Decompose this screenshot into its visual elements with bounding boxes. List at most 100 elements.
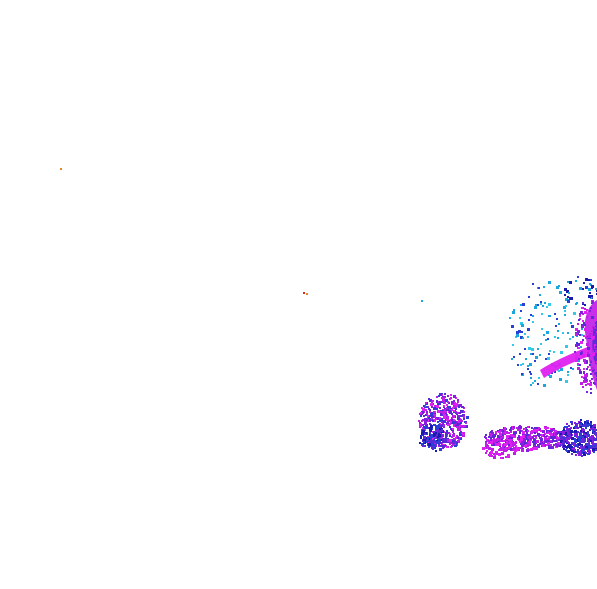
band-pixel xyxy=(522,435,525,438)
band-pixel xyxy=(490,431,492,433)
cluster-pixel xyxy=(445,432,448,435)
band-pixel xyxy=(556,436,558,438)
cluster-pixel xyxy=(446,422,449,425)
light-echo-pixel xyxy=(516,331,519,334)
light-echo-pixel xyxy=(534,306,537,309)
cluster-pixel xyxy=(451,419,454,422)
band-pixel xyxy=(565,446,567,448)
light-echo-pixel xyxy=(570,297,573,300)
band-pixel xyxy=(496,438,499,441)
band-pixel xyxy=(522,431,525,434)
light-echo-pixel xyxy=(588,288,591,291)
light-echo-pixel xyxy=(532,382,534,384)
band-pixel xyxy=(507,442,509,444)
cluster-pixel xyxy=(457,440,460,443)
band-pixel xyxy=(589,436,591,438)
cluster-pixel xyxy=(446,430,448,432)
band-pixel xyxy=(580,445,582,447)
band-pixel xyxy=(519,432,521,434)
cluster-pixel xyxy=(454,444,457,447)
cluster-pixel xyxy=(442,445,445,448)
cluster-pixel xyxy=(449,435,451,437)
cluster-pixel xyxy=(453,440,455,442)
band-pixel xyxy=(510,431,512,433)
cluster-pixel xyxy=(439,420,441,422)
band-pixel xyxy=(526,438,528,440)
cell-fringe-pixel xyxy=(582,354,585,357)
band-pixel xyxy=(539,443,541,445)
cluster-pixel xyxy=(449,433,451,435)
band-pixel xyxy=(564,432,567,435)
light-echo-pixel xyxy=(571,325,574,328)
light-echo-pixel xyxy=(581,334,583,336)
light-echo-pixel xyxy=(539,354,541,356)
band-pixel xyxy=(513,432,516,435)
band-pixel xyxy=(574,439,576,441)
cell-fringe-pixel xyxy=(589,380,591,382)
cluster-pixel xyxy=(439,448,442,451)
band-pixel xyxy=(580,423,582,425)
band-pixel xyxy=(576,439,579,442)
band-pixel xyxy=(543,444,545,446)
band-pixel xyxy=(504,448,507,451)
cluster-pixel xyxy=(420,412,422,414)
band-pixel xyxy=(551,429,553,431)
cluster-pixel xyxy=(452,415,455,418)
cluster-pixel xyxy=(459,425,461,427)
band-pixel xyxy=(572,447,575,450)
band-pixel xyxy=(583,424,586,427)
cluster-pixel xyxy=(432,420,434,422)
band-pixel xyxy=(556,444,559,447)
band-pixel xyxy=(484,436,486,438)
cluster-pixel xyxy=(451,409,453,411)
band-pixel xyxy=(544,440,547,443)
light-echo-pixel xyxy=(527,368,529,370)
cluster-pixel xyxy=(440,445,442,447)
band-pixel xyxy=(575,427,577,429)
light-echo-pixel xyxy=(543,286,545,288)
band-pixel xyxy=(493,456,496,459)
cluster-pixel xyxy=(443,397,445,399)
cluster-pixel xyxy=(423,405,425,407)
band-pixel xyxy=(537,433,540,436)
band-pixel xyxy=(590,421,592,423)
light-echo-pixel xyxy=(522,337,524,339)
cluster-pixel xyxy=(431,443,434,446)
band-pixel xyxy=(574,440,577,443)
band-pixel xyxy=(563,437,565,439)
band-pixel xyxy=(507,454,510,457)
cluster-pixel xyxy=(421,443,424,446)
cell-fringe-pixel xyxy=(586,368,588,370)
cell-fringe-pixel xyxy=(583,322,585,324)
light-echo-pixel xyxy=(537,348,539,350)
cell-fringe-pixel xyxy=(590,373,592,375)
band-pixel xyxy=(571,453,573,455)
light-echo-pixel xyxy=(520,336,523,339)
light-echo-pixel xyxy=(558,323,560,325)
band-pixel xyxy=(588,451,591,454)
cluster-pixel xyxy=(424,426,427,429)
cell-fringe-pixel xyxy=(577,343,580,346)
band-pixel xyxy=(557,442,560,445)
light-echo-pixel xyxy=(541,313,543,315)
band-pixel xyxy=(586,420,588,422)
band-pixel xyxy=(511,435,514,438)
light-echo-pixel xyxy=(565,299,567,301)
band-pixel xyxy=(527,430,529,432)
light-echo-pixel xyxy=(520,322,523,325)
cluster-pixel xyxy=(446,446,448,448)
band-pixel xyxy=(579,441,581,443)
cluster-pixel xyxy=(436,441,439,444)
light-echo-pixel xyxy=(520,364,522,366)
cluster-pixel xyxy=(425,424,428,427)
cluster-pixel xyxy=(452,428,454,430)
light-echo-pixel xyxy=(548,353,550,355)
band-pixel xyxy=(520,436,522,438)
light-echo-pixel xyxy=(532,353,534,355)
band-pixel xyxy=(547,438,550,441)
cell-fringe-pixel xyxy=(579,334,581,336)
band-pixel xyxy=(577,449,579,451)
cluster-pixel xyxy=(429,411,431,413)
